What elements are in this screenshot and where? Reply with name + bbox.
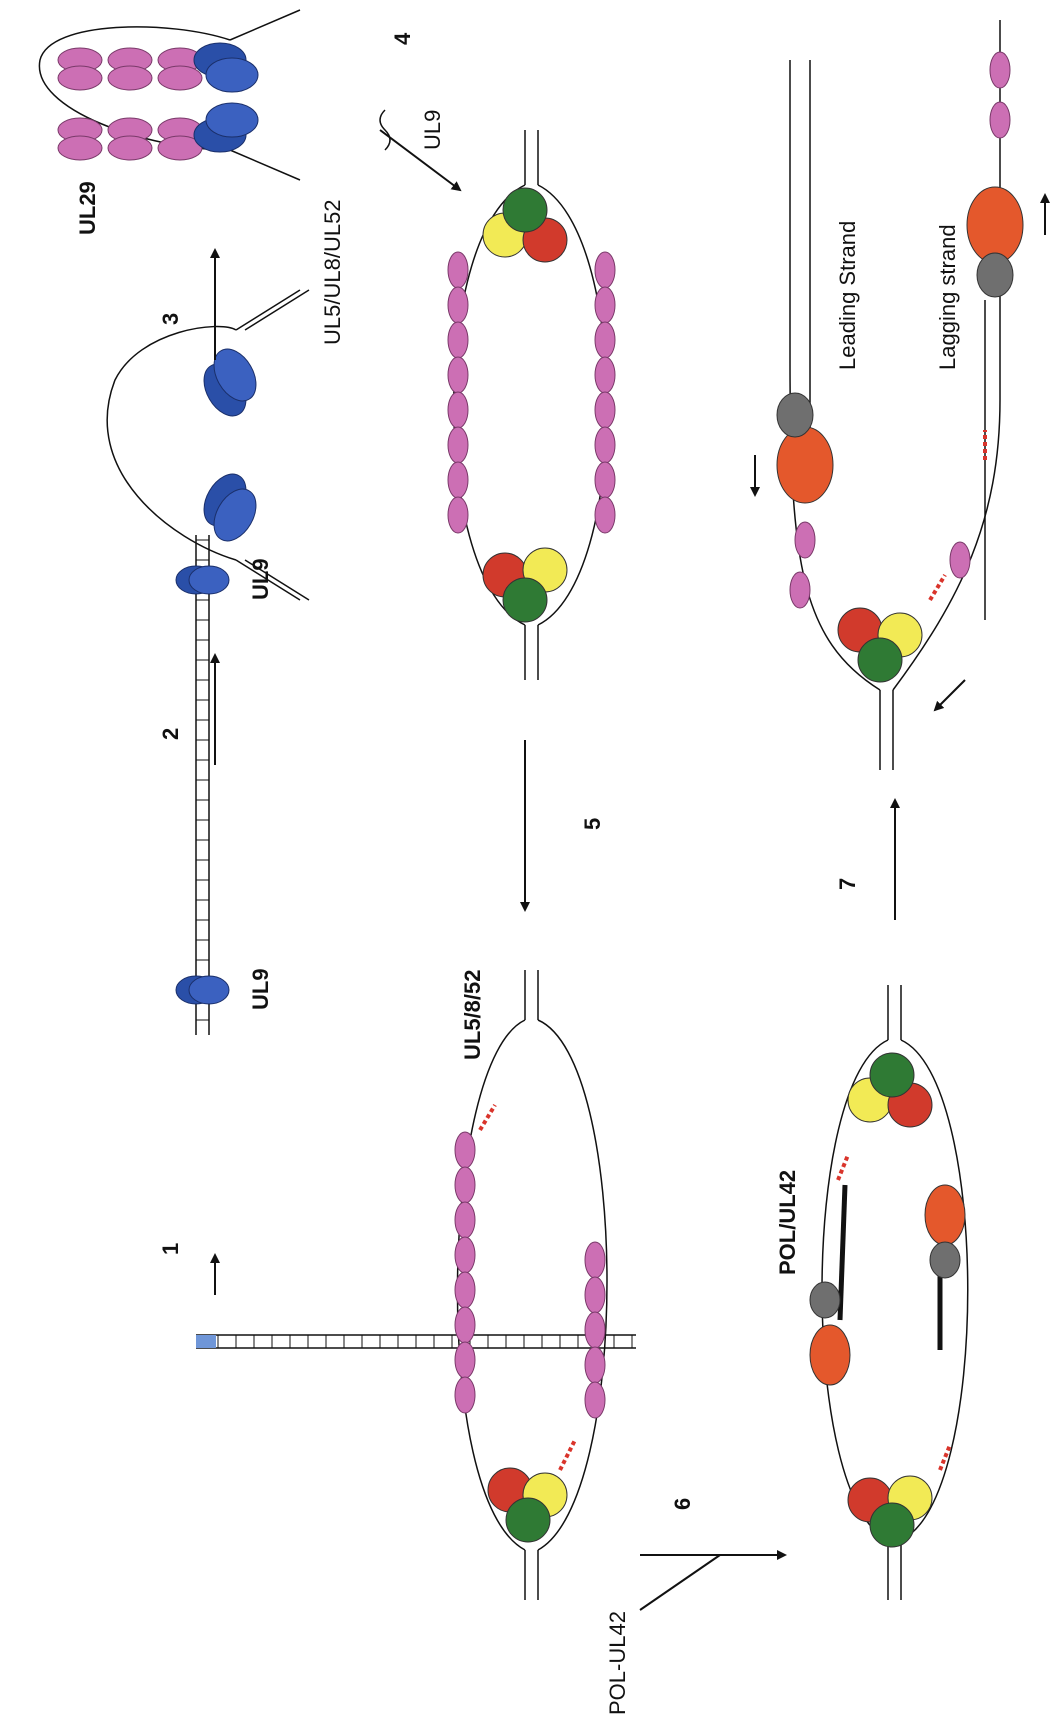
row-helicase-loading: UL5/UL8/UL52 4 UL9 5 [320,32,615,1600]
ul29-ssb [108,136,152,160]
ul29-ssb [108,66,152,90]
lagging-polymerase [967,187,1023,297]
helicase-primase-complex [848,1476,932,1547]
helicase-primase-complex [838,608,922,682]
ul9-dimer [176,976,229,1004]
ul29-coated-hairpin: UL29 [39,10,300,235]
ul9-dimer [176,566,229,594]
ul29-ssb [790,572,810,608]
label-ul9-step4: UL9 [420,110,445,150]
ul29-ssb [595,462,615,498]
step-label-3: 3 [158,313,183,325]
ul29-ssb [455,1307,475,1343]
ul29-ssb [595,322,615,358]
step-label-4: 4 [390,32,415,45]
ul29-ssb [455,1377,475,1413]
rna-primer [940,1445,950,1470]
ul29-ssb [585,1277,605,1313]
ul29-ssb [455,1272,475,1308]
ul29-ssb [448,462,468,498]
ul29-ssb [448,427,468,463]
label-pol-ul42-input: POL-UL42 [605,1611,630,1715]
row-polymerase-fork: 6 POL-UL42 [605,20,1045,1715]
unwound-origin-hairpin [107,290,309,600]
label-leading-strand: Leading Strand [835,221,860,370]
label-ul9-left: UL9 [248,968,273,1010]
ul29-ssb [455,1132,475,1168]
ul29-ssb [448,357,468,393]
rna-primer [560,1440,575,1470]
origin-site-box [196,1335,216,1348]
step-label-2: 2 [158,728,183,740]
ul29-ssb [448,497,468,533]
arrow-pol-ul42-input [640,1555,720,1610]
ul29-ssb [595,497,615,533]
replication-bubble-primed: UL5/8/52 [455,970,607,1601]
ul29-ssb [58,136,102,160]
label-ul5-ul8-ul52: UL5/UL8/UL52 [320,199,345,345]
step-label-5: 5 [580,818,605,830]
dna-with-ul9: UL9 UL9 [176,535,273,1035]
helicase-primase-complex [483,548,567,622]
ul29-ssb [448,252,468,288]
rna-primer [930,575,945,600]
ul29-ssb [950,542,970,578]
ul29-ssb [595,392,615,428]
ul29-ssb [795,522,815,558]
ul29-ssb [455,1167,475,1203]
helicase-primase-complex [488,1468,567,1542]
ul29-ssb [585,1312,605,1348]
replication-fork-detail: Leading Strand Lagging strand [755,20,1045,770]
helicase-primase-complex [848,1053,932,1127]
ul29-ssb [595,427,615,463]
ul29-ssb [585,1347,605,1383]
label-pol-ul42: POL/UL42 [775,1170,800,1275]
origin-dna [196,1335,636,1348]
label-lagging-strand: Lagging strand [935,224,960,370]
arrow-fork-direction [935,680,965,710]
helicase-primase-complex [483,188,567,262]
leading-polymerase [777,393,833,503]
ul29-ssb [58,66,102,90]
ul29-ssb [595,252,615,288]
ul29-ssb [448,392,468,428]
replication-bubble-with-polymerase: POL/UL42 [775,985,968,1600]
ul29-ssb [990,102,1010,138]
ul29-ssb [455,1237,475,1273]
step-label-1: 1 [158,1243,183,1255]
ul29-ssb [595,357,615,393]
rna-primer [838,1155,848,1180]
replication-bubble-1 [448,130,615,680]
step-label-6: 6 [670,1498,695,1510]
ul29-ssb [595,287,615,323]
ul29-ssb [585,1382,605,1418]
ul29-ssb [448,287,468,323]
label-ul5-8-52: UL5/8/52 [460,970,485,1061]
polymerase-ul42 [810,1282,850,1385]
polymerase-ul42 [925,1185,965,1278]
ul29-ssb [448,322,468,358]
rna-primer [480,1105,495,1130]
ul29-ssb [585,1242,605,1278]
leading-strand-new [840,1185,845,1320]
ul29-ssb [990,52,1010,88]
ul29-ssb [455,1342,475,1378]
ul29-ssb [455,1202,475,1238]
label-ul29: UL29 [75,181,100,235]
ul29-ssb [158,66,202,90]
step-label-7: 7 [835,878,860,890]
